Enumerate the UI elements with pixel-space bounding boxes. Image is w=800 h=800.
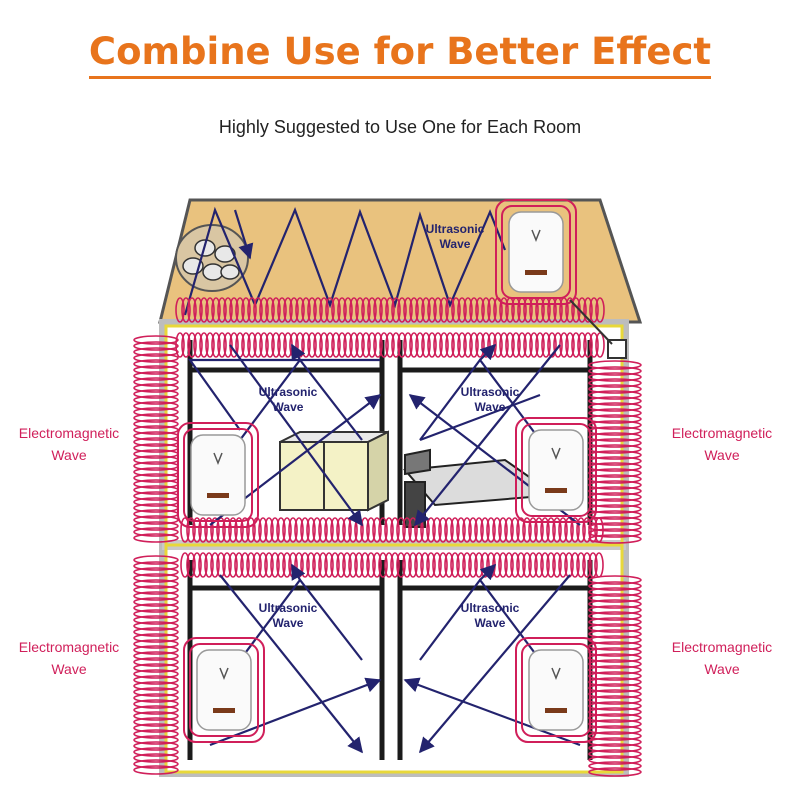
page-title: Combine Use for Better Effect [0,30,800,79]
em-coil-floor-1 [180,517,604,543]
page-subtitle: Highly Suggested to Use One for Each Roo… [218,117,582,137]
device-room-3 [183,637,265,743]
junction-box [607,339,627,359]
repeller-devices [177,199,597,743]
device-attic [495,199,577,305]
em-coil-ceiling-bottom [180,552,604,578]
device-room-2 [515,417,597,523]
ultrasonic-wave-attic [183,206,507,316]
mice-icon [175,224,249,292]
em-coil-roof [175,297,605,323]
em-coil-left-1 [133,335,179,543]
device-room-4 [515,637,597,743]
em-coil-left-2 [133,555,179,775]
ultrasonic-wave-rooms [187,343,581,754]
cabinet [279,430,389,512]
device-room-1 [177,422,259,528]
yellow-wiring [164,324,624,774]
